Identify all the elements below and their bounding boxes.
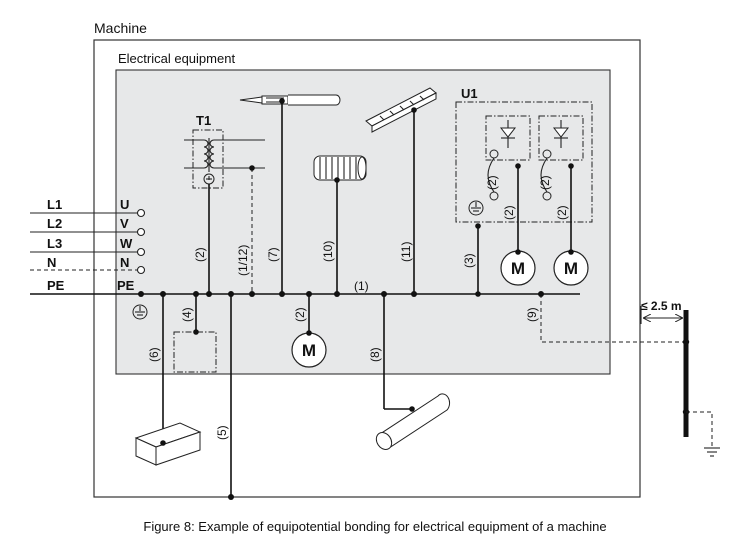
ref-frame: (5) (215, 425, 229, 440)
ref-unit-right: (2) (538, 175, 552, 190)
terminal-label-v: V (120, 216, 129, 231)
transformer-label: T1 (196, 113, 211, 128)
ref-pipe: (8) (368, 347, 382, 362)
terminal-label-pe: PE (117, 278, 135, 293)
terminal-v (136, 227, 146, 237)
ref-transformer: (2) (193, 247, 207, 262)
terminal-w (136, 247, 146, 257)
motor-label-bottom: M (302, 341, 316, 360)
terminal-label-u: U (120, 197, 129, 212)
unit-u1-frame (455, 101, 593, 223)
unit-label: U1 (461, 86, 478, 101)
ref-unit-left: (2) (485, 175, 499, 190)
ref-unit-right-motor: (2) (555, 205, 569, 220)
ref-transformer-dashed: (1/12) (236, 245, 250, 276)
ref-external: (9) (525, 307, 539, 322)
distance-label: ≤ 2.5 m (641, 299, 682, 313)
motor-label-right-2: M (564, 259, 578, 278)
ref-rail: (11) (399, 242, 413, 262)
electrical-equipment-label: Electrical equipment (118, 51, 235, 66)
duct-icon (134, 422, 202, 466)
electrical-equipment-panel (115, 69, 611, 375)
ref-unit-left-motor: (2) (502, 205, 516, 220)
conductor-labels: (2) (1/12) (7) (10) (11) (3) (2) (2) (2)… (147, 175, 569, 440)
line-label-n: N (47, 255, 56, 270)
ref-main-bar: (1) (354, 279, 369, 293)
din-rail-icon (365, 87, 437, 133)
machine-label: Machine (94, 20, 147, 36)
line-label-l2: L2 (47, 216, 62, 231)
line-label-pe: PE (47, 278, 65, 293)
line-label-l3: L3 (47, 236, 62, 251)
line-label-l1: L1 (47, 197, 62, 212)
terminal-u (136, 208, 146, 218)
figure-caption: Figure 8: Example of equipotential bondi… (143, 519, 606, 534)
diode-icon (499, 120, 570, 148)
earth-icon (132, 304, 148, 320)
ref-motor-bottom: (2) (293, 307, 307, 322)
terminal-label-n: N (120, 255, 129, 270)
motor-label-right-1: M (511, 259, 525, 278)
ref-duct: (6) (147, 347, 161, 362)
ref-unit: (3) (462, 253, 476, 268)
coil-icon (313, 155, 367, 181)
cable-icon (239, 94, 341, 106)
supply-lines: L1 L2 L3 N PE U V W N PE (30, 197, 146, 295)
terminal-n (136, 265, 146, 275)
transformer-icon (184, 129, 265, 189)
ref-coil: (10) (321, 241, 335, 262)
ground-rod-icon (686, 411, 720, 457)
ref-box: (4) (180, 307, 194, 322)
ref-cable: (7) (266, 247, 280, 262)
terminal-label-w: W (120, 236, 133, 251)
pipe-icon (375, 393, 451, 450)
